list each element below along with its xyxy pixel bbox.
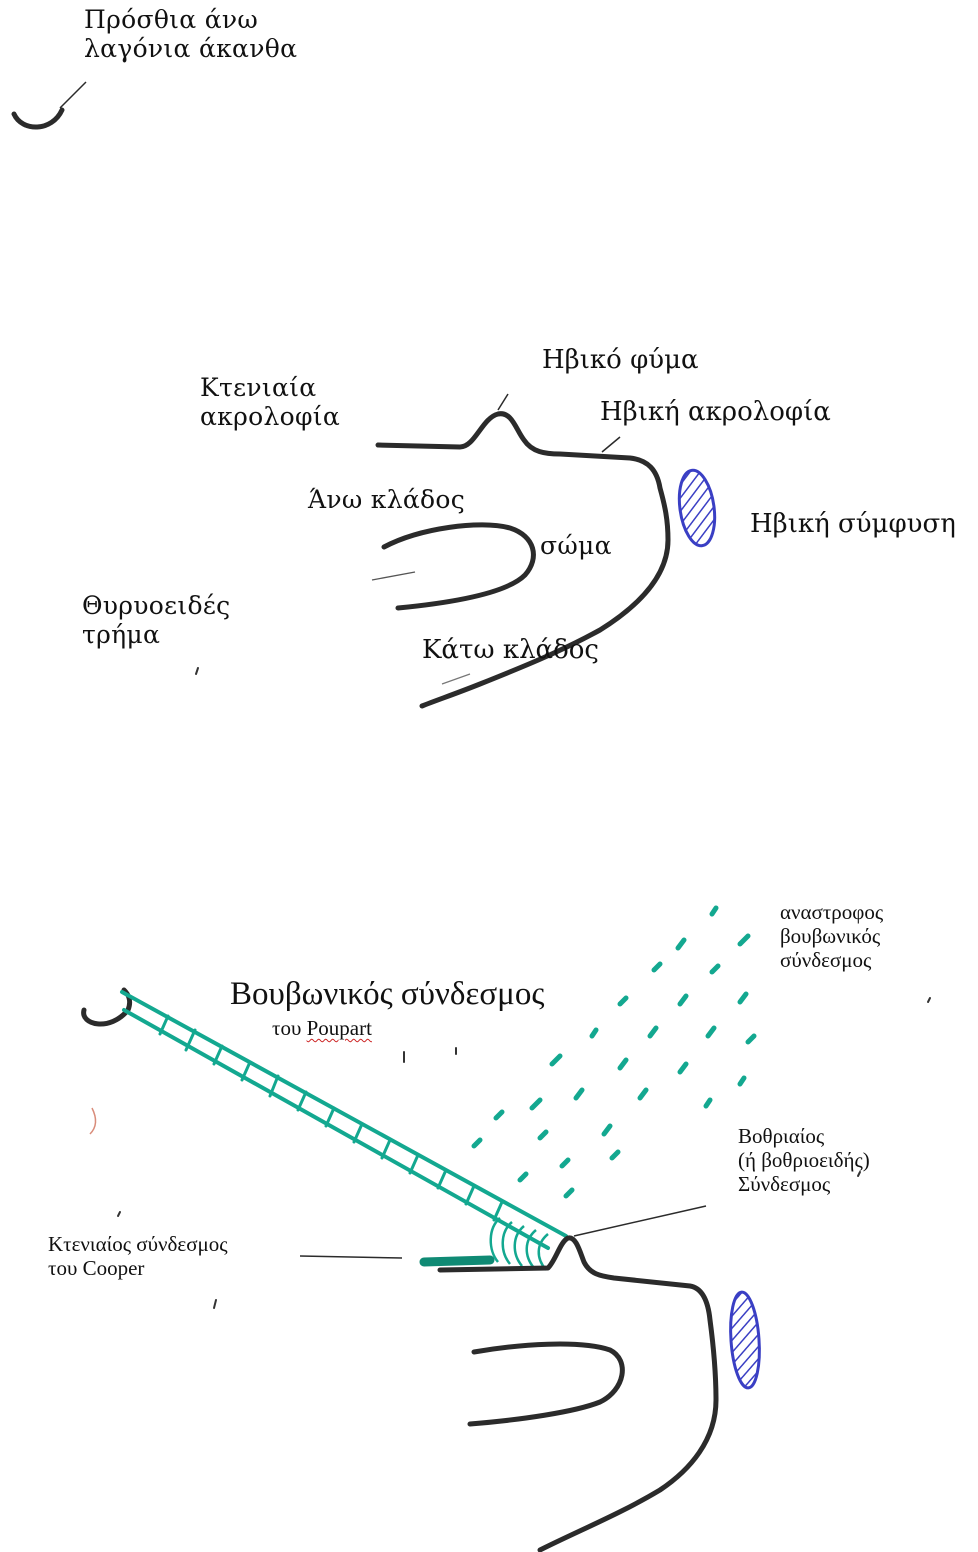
reflected-ligament-label-line-3: σύνδεσμος (780, 948, 872, 973)
body-label: σώμα (540, 531, 612, 560)
reflected-ligament-label: αναστροφος βουβωνικός σύνδεσμος (780, 900, 883, 972)
asis-label-line-1: Πρόσθια άνω (84, 5, 259, 34)
inguinal-ligament-subtitle: του Poupart (272, 1016, 372, 1040)
obturator-foramen-label-line-2: τρήμα (82, 619, 161, 649)
asis-label: Πρόσθια άνω λαγόνια άκανθα (84, 5, 298, 64)
stray-marks (117, 667, 931, 1309)
lacunar-ligament-label-line-3: Σύνδεσμος (738, 1172, 831, 1197)
asis-hook-drawing (11, 81, 87, 130)
pubic-symphysis-label: Ηβική σύμφυση (750, 509, 956, 539)
pectineal-line-label-line-2: ακρολοφία (200, 401, 341, 431)
reflected-ligament-label-line-2: βουβωνικός (780, 924, 881, 949)
inguinal-ligament-title: Βουβωνικός σύνδεσμος (230, 976, 545, 1012)
pubic-symphysis-middle-drawing (677, 468, 717, 548)
lacunar-ligament-label-line-2: (ή βοθριοειδής) (738, 1148, 870, 1173)
faint-red-mark (89, 1107, 97, 1135)
inguinal-ligament-eponym: Poupart (306, 1016, 372, 1040)
pubic-crest-label: Ηβική ακρολοφία (600, 397, 831, 427)
pectineal-line-label-line-1: Κτενιαία (200, 373, 317, 402)
pubic-bone-middle-drawing (371, 393, 671, 709)
lacunar-leader-line (573, 1205, 707, 1237)
reflected-ligament-label-line-1: αναστροφος (780, 900, 884, 924)
obturator-foramen-label: Θυρυοειδές τρήμα (82, 591, 231, 650)
cooper-ligament-drawing (299, 1255, 495, 1267)
reflected-ligament-dashes (471, 905, 757, 1199)
lacunar-ligament-label: Βοθριαίος (ή βοθριοειδής) Σύνδεσμος (738, 1124, 870, 1196)
lacunar-ligament-label-line-1: Βοθριαίος (738, 1124, 825, 1148)
pubic-tubercle-label: Ηβικό φύμα (542, 345, 699, 375)
pubic-bone-bottom-drawing (437, 1235, 719, 1552)
obturator-foramen-label-line-1: Θυρυοειδές (82, 591, 231, 620)
cooper-ligament-label-line-2: του Cooper (48, 1256, 145, 1281)
asis-hook-bottom-drawing (81, 987, 133, 1027)
superior-ramus-label: Άνω κλάδος (308, 485, 466, 514)
cooper-ligament-label-line-1: Κτενιαίος σύνδεσμος (48, 1232, 228, 1256)
inguinal-ligament-band (120, 990, 568, 1271)
pectineal-line-label: Κτενιαία ακρολοφία (200, 373, 341, 432)
cooper-ligament-label: Κτενιαίος σύνδεσμος του Cooper (48, 1232, 228, 1280)
asis-label-line-2: λαγόνια άκανθα (84, 33, 298, 63)
inguinal-ligament-prefix: του (272, 1016, 307, 1040)
inferior-ramus-label: Κάτω κλάδος (422, 635, 599, 665)
pubic-symphysis-bottom-drawing (729, 1290, 761, 1390)
